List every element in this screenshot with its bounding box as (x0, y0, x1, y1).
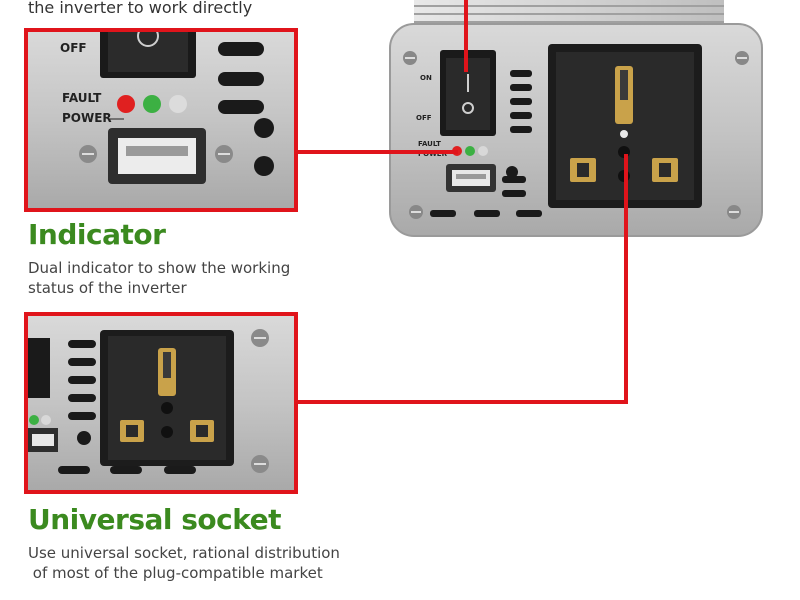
inverter-front-panel: ON OFF FAULT POWER (384, 0, 774, 240)
inverter-illustration: ON OFF FAULT POWER (389, 0, 763, 237)
fault-label: FAULT (418, 140, 441, 148)
on-label: ON (420, 74, 432, 82)
switch-connector-line (464, 0, 468, 72)
indicator-desc-line2: status of the inverter (28, 279, 187, 297)
fault-led-closeup-icon (117, 95, 135, 113)
top-caption: the inverter to work directly (28, 0, 253, 17)
indicator-closeup-box: OFF FAULT POWER (24, 28, 298, 212)
spare-led-icon (478, 146, 488, 156)
power-label-closeup: POWER (62, 111, 112, 125)
screw-icon (403, 51, 749, 219)
indicator-desc-line1: Dual indicator to show the working (28, 259, 291, 277)
indicator-heading: Indicator (28, 218, 166, 251)
off-label: OFF (416, 114, 432, 122)
fault-label-closeup: FAULT (62, 91, 102, 105)
off-label-closeup: OFF (60, 41, 87, 55)
socket-closeup-box (24, 312, 298, 494)
socket-desc-line2: of most of the plug-compatible market (28, 564, 323, 582)
power-led-closeup-icon (143, 95, 161, 113)
socket-connector-vertical-line (624, 154, 628, 404)
socket-heading: Universal socket (28, 503, 281, 536)
power-led-icon (465, 146, 475, 156)
socket-closeup-illustration (28, 316, 294, 490)
indicator-closeup-illustration: OFF FAULT POWER (28, 32, 294, 208)
spare-led-closeup-icon (169, 95, 187, 113)
socket-connector-horizontal-line (298, 400, 628, 404)
socket-desc-line1: Use universal socket, rational distribut… (28, 544, 340, 562)
power-label: POWER (418, 150, 448, 158)
indicator-connector-line (298, 150, 458, 154)
